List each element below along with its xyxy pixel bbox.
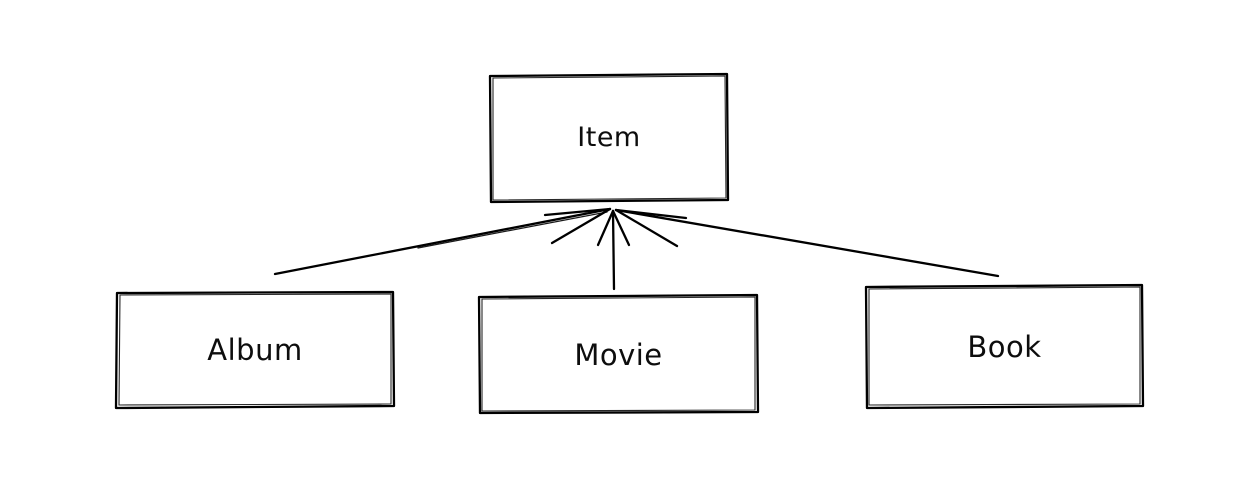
- arrowhead-icon: [614, 208, 688, 248]
- node-album-shape: [114, 290, 396, 410]
- edge-book-to-item: [614, 208, 1000, 278]
- edge-line: [611, 209, 616, 291]
- arrowhead-icon: [543, 207, 612, 245]
- edge-sketch-stroke: [417, 211, 608, 249]
- edge-line: [614, 208, 1000, 278]
- arrowhead-icon: [596, 209, 631, 247]
- node-movie-shape: [477, 293, 760, 415]
- edge-movie-to-item: [596, 209, 631, 291]
- edge-line: [273, 207, 612, 276]
- node-book-shape: [864, 283, 1145, 410]
- node-item-shape: [488, 72, 730, 204]
- edge-album-to-item: [273, 207, 612, 276]
